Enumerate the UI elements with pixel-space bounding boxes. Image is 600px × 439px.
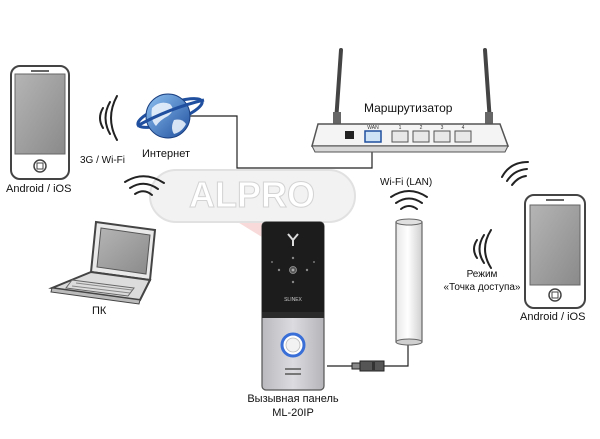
phone-left [10, 65, 70, 180]
label-internet: Интернет [142, 148, 190, 160]
internet-globe-icon [136, 93, 205, 139]
laptop-icon [48, 220, 157, 305]
router-port-4: 4 [462, 125, 465, 131]
call-panel-icon: SLINEX [261, 221, 325, 391]
label-phone-right: Android / iOS [520, 311, 586, 323]
phone-right [524, 194, 586, 309]
router-port-2: 2 [420, 125, 423, 131]
label-panel-line2: ML-20IP [272, 407, 314, 419]
cable-internet-router [190, 115, 373, 169]
panel-brand-text: SLINEX [284, 297, 302, 303]
cable-tube-panel [384, 342, 409, 367]
label-3g-wifi: 3G / Wi-Fi [80, 155, 125, 166]
wifi-waves-left-phone [99, 95, 118, 141]
label-mode-line2: «Точка доступа» [443, 282, 521, 293]
label-wifi-lan: Wi-Fi (LAN) [380, 177, 433, 188]
wifi-waves-router [390, 190, 428, 210]
wifi-module-icon [395, 218, 423, 346]
wifi-waves-access-point [473, 229, 492, 269]
router-port-wan: WAN [367, 125, 379, 131]
wifi-waves-pc [124, 175, 165, 196]
watermark-text: ALPRO [189, 174, 315, 215]
cable-connector [351, 360, 385, 372]
wifi-waves-right-phone-top [501, 161, 529, 186]
label-pc: ПК [92, 305, 107, 317]
router-port-1: 1 [399, 125, 402, 131]
watermark: ALPRO [149, 169, 356, 245]
label-router: Маршрутизатор [364, 101, 453, 115]
router-icon: WAN 1 2 3 4 [311, 48, 510, 153]
label-panel-line1: Вызывная панель [247, 393, 339, 405]
label-phone-left: Android / iOS [6, 183, 72, 195]
router-port-3: 3 [441, 125, 444, 131]
label-mode-line1: Режим [466, 269, 498, 280]
